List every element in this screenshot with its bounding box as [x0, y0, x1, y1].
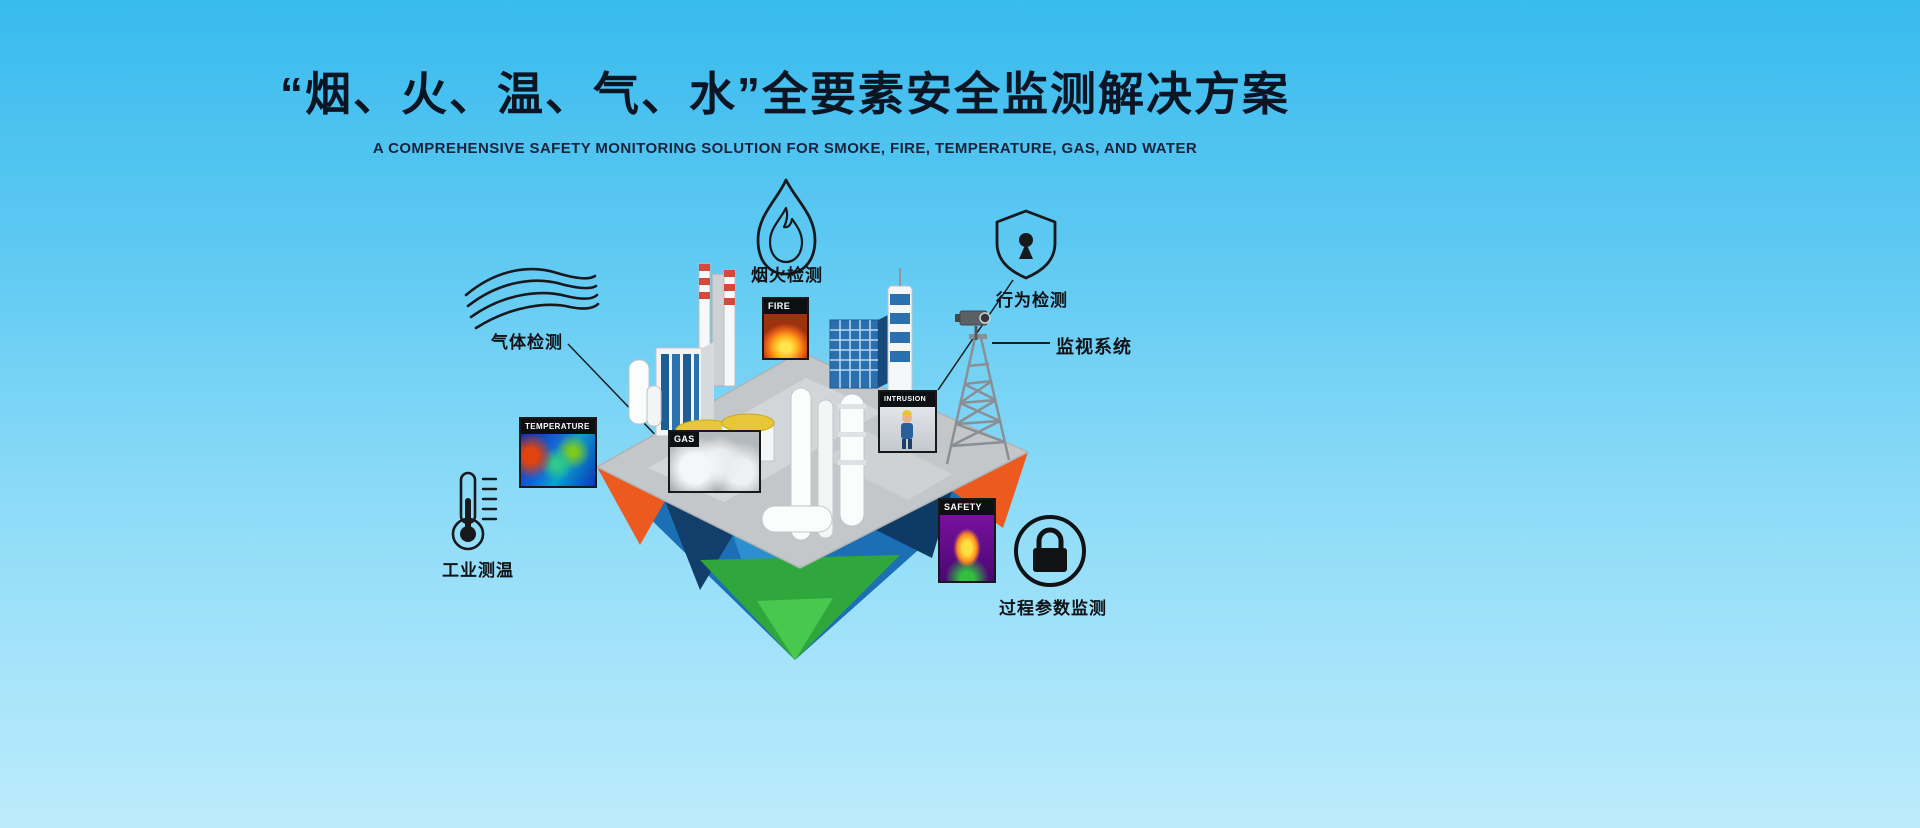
- right-blue-building: [829, 314, 890, 389]
- thermal-person-image: [940, 515, 994, 581]
- lock-circle-icon: [1014, 515, 1086, 587]
- distillation-columns: [761, 387, 866, 541]
- shield-keyhole-icon: [995, 209, 1057, 280]
- flame-icon: [756, 178, 817, 276]
- inset-intrusion: INTRUSION: [878, 390, 937, 453]
- thermal-camera-image: [521, 434, 595, 486]
- page-subtitle: A COMPREHENSIVE SAFETY MONITORING SOLUTI…: [372, 140, 1198, 157]
- inset-temperature-tag: TEMPERATURE: [521, 419, 595, 434]
- inset-gas-tag: GAS: [670, 432, 699, 447]
- inset-fire: FIRE: [762, 297, 809, 360]
- inset-safety-tag: SAFETY: [940, 500, 994, 515]
- label-gas-detection: 气体检测: [491, 333, 563, 352]
- label-smoke-fire-detection: 烟火检测: [751, 266, 823, 285]
- lattice-tower: [945, 334, 1011, 465]
- page-title: “烟、火、温、气、水”全要素安全监测解决方案: [280, 68, 1290, 120]
- worker-figure: [901, 410, 913, 449]
- label-industrial-temperature: 工业测温: [442, 561, 514, 580]
- fire-image: [764, 314, 807, 358]
- left-small-tanks: [628, 359, 662, 427]
- gas-waves-icon: [464, 267, 600, 330]
- left-highrise: [655, 342, 714, 437]
- label-behavior-detection: 行为检测: [996, 291, 1068, 310]
- chimneys: [698, 263, 736, 387]
- inset-gas: GAS: [668, 430, 761, 493]
- thermometer-icon: [451, 471, 498, 551]
- camera-icon: [955, 310, 991, 340]
- label-surveillance-system: 监视系统: [1056, 337, 1132, 357]
- inset-safety: SAFETY: [938, 498, 996, 583]
- label-process-parameter-monitoring: 过程参数监测: [999, 599, 1107, 618]
- intrusion-image: [880, 407, 935, 451]
- inset-temperature: TEMPERATURE: [519, 417, 597, 488]
- inset-intrusion-tag: INTRUSION: [880, 392, 935, 407]
- inset-fire-tag: FIRE: [764, 299, 807, 314]
- banner-header: “烟、火、温、气、水”全要素安全监测解决方案 A COMPREHENSIVE S…: [0, 0, 1570, 157]
